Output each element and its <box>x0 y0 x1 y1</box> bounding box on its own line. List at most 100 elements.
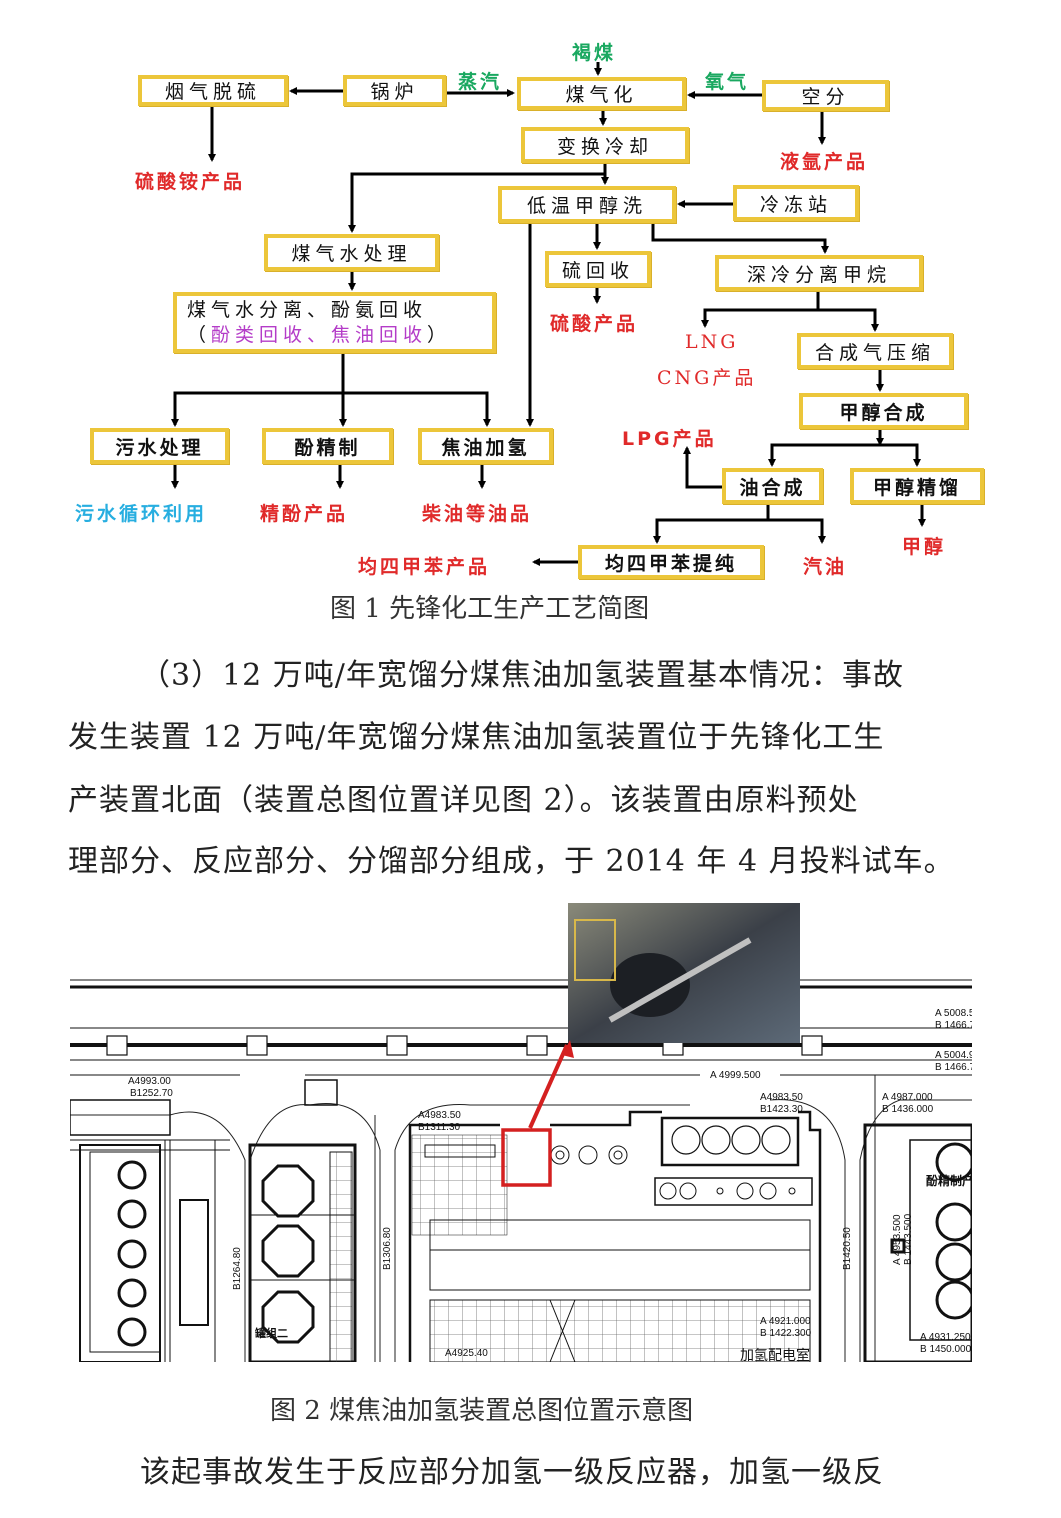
process-box-label: 油合成 <box>739 476 806 499</box>
coord-label: B 1436.000 <box>882 1104 934 1115</box>
flow-output-label: LPG产品 <box>622 428 717 450</box>
process-box-coal-gasification: 煤气化 <box>517 77 686 110</box>
process-box-label: 深冷分离甲烷 <box>746 263 891 286</box>
room-label: 加氢配电室 <box>740 1347 810 1362</box>
rail-posts <box>106 1035 823 1056</box>
process-box-air-separation: 空分 <box>762 80 889 111</box>
process-box-sulfur-recovery: 硫回收 <box>545 251 651 287</box>
process-box-flue-gas-desulfurization: 烟气脱硫 <box>138 75 288 106</box>
paragraph-line: （3）12 万吨/年宽馏分煤焦油加氢装置基本情况：事故 <box>140 658 904 693</box>
process-box-methanol-synthesis: 甲醇合成 <box>799 393 968 429</box>
site-plan-drawing: A 5008.500 B 1466.700 A 5004.900 B 1466.… <box>70 903 972 1362</box>
flow-output-label: 液氩产品 <box>780 151 869 173</box>
flow-output-label: 氧气 <box>705 71 750 93</box>
process-box-rectisol-wash: 低温甲醇洗 <box>498 186 676 223</box>
process-box-label: 甲醇精馏 <box>872 476 961 499</box>
flow-output-label: 精酚产品 <box>260 503 349 525</box>
coord-label: A 4999.500 <box>710 1070 761 1081</box>
figure2-caption: 图 2 煤焦油加氢装置总图位置示意图 <box>270 1396 694 1426</box>
paragraph-line: 发生装置 12 万吨/年宽馏分煤焦油加氢装置位于先锋化工生 <box>68 720 885 755</box>
coord-label: B 1422.300 <box>760 1328 812 1339</box>
flow-output-label: 甲醇 <box>902 536 947 558</box>
process-box-label: 酚精制 <box>294 436 361 459</box>
process-box-durene-purification: 均四甲苯提纯 <box>578 545 764 579</box>
process-box-shift-cooling: 变换冷却 <box>521 127 689 163</box>
sublabel-text: 酚类回收、焦油回收 <box>211 323 428 346</box>
process-box-syngas-compression: 合成气压缩 <box>797 333 953 369</box>
coord-label: A 4931.250 <box>920 1332 971 1343</box>
process-box-label: 变换冷却 <box>556 135 653 158</box>
coord-label: B 1466.700 <box>935 1020 972 1031</box>
flow-output-label: 褐煤 <box>572 42 617 64</box>
process-box-phenol-refining: 酚精制 <box>262 428 393 464</box>
paren-open: （ <box>187 323 212 346</box>
flow-output-label: 柴油等油品 <box>422 503 533 525</box>
process-box-label: 焦油加氢 <box>441 436 530 459</box>
flow-output-label: 硫酸产品 <box>550 313 639 335</box>
paragraph-line: 产装置北面（装置总图位置详见图 2）。该装置由原料预处 <box>68 783 859 818</box>
coord-label: B1311.30 <box>418 1122 461 1133</box>
flow-output-label: 蒸汽 <box>458 71 503 93</box>
process-box-gas-water-separation: 煤气水分离、酚氨回收（酚类回收、焦油回收） <box>173 292 496 353</box>
figure1-caption: 图 1 先锋化工生产工艺简图 <box>330 594 650 624</box>
coord-label: B1252.70 <box>130 1088 173 1099</box>
area-label: 罐组二 <box>254 1326 288 1340</box>
flow-output-label: 硫酸铵产品 <box>135 171 246 193</box>
coord-label: A4983.50 <box>418 1110 461 1121</box>
paren-close: ） <box>427 323 452 346</box>
process-box-cryogenic-methane-separation: 深冷分离甲烷 <box>715 255 923 291</box>
process-box-label: 硫回收 <box>561 259 634 282</box>
process-box-label: 煤气水分离、酚氨回收 <box>187 298 428 321</box>
coord-label: A 4921.000 <box>760 1316 811 1327</box>
middle-tank-farm <box>248 1079 357 1362</box>
coord-label: A4983.50 <box>760 1092 803 1103</box>
process-box-label: 低温甲醇洗 <box>526 195 647 217</box>
process-box-refrigeration-station: 冷冻站 <box>733 185 859 221</box>
process-box-label: 锅炉 <box>370 81 419 103</box>
process-box-label: 空分 <box>801 86 850 108</box>
process-box-label: 甲醇合成 <box>839 401 928 424</box>
process-box-wastewater-treatment: 污水处理 <box>90 428 229 464</box>
coord-label: A4925.40 <box>445 1348 488 1359</box>
process-box-tar-hydrogenation: 焦油加氢 <box>418 428 553 464</box>
pointer-arrow <box>528 1044 569 1129</box>
process-box-label: 煤气化 <box>565 84 638 106</box>
flow-output-label: CNG产品 <box>657 367 757 389</box>
process-box-oil-synthesis: 油合成 <box>722 468 823 504</box>
flowchart-connectors <box>171 62 926 566</box>
area-label: 酚精制产 <box>926 1173 972 1188</box>
coord-label: B1306.80 <box>382 1227 393 1270</box>
coord-label: B1423.30 <box>760 1104 803 1115</box>
process-box-gas-water-treatment: 煤气水处理 <box>264 234 439 271</box>
process-box-label: 冷冻站 <box>759 193 832 216</box>
coord-label: B 1443.500 <box>903 1213 914 1265</box>
process-box-label: 污水处理 <box>115 436 204 459</box>
flow-output-label: 均四甲苯产品 <box>358 556 491 578</box>
process-box-methanol-distillation: 甲醇精馏 <box>850 468 984 504</box>
process-box-label: 合成气压缩 <box>814 341 935 364</box>
process-box-label: 均四甲苯提纯 <box>604 552 737 575</box>
coord-label: A 5008.500 <box>935 1008 972 1019</box>
rail-lines <box>70 979 972 1076</box>
left-tank-farm <box>70 1099 230 1362</box>
coord-label: A 5004.900 <box>935 1050 972 1061</box>
process-box-label: 烟气脱硫 <box>164 81 261 103</box>
coord-label: A 4953.500 <box>892 1214 903 1265</box>
hydrogenation-unit <box>408 1110 822 1362</box>
process-box-boiler: 锅炉 <box>343 75 446 106</box>
coord-label: B 1466.700 <box>935 1062 972 1073</box>
flow-output-label: 汽油 <box>803 556 848 578</box>
coord-label: B1264.80 <box>232 1247 243 1290</box>
paragraph-line: 理部分、反应部分、分馏部分组成，于 2014 年 4 月投料试车。 <box>68 844 955 879</box>
process-box-label: 煤气水处理 <box>291 243 412 265</box>
coord-label: A 4987.000 <box>882 1092 933 1103</box>
phenol-refining-area <box>863 1123 972 1362</box>
flow-output-label: 污水循环利用 <box>75 503 208 525</box>
coord-label: B 1450.000 <box>920 1344 972 1355</box>
flow-output-label: LNG <box>685 331 739 353</box>
coord-label: B1420.50 <box>842 1227 853 1270</box>
accident-location-highlight <box>501 1128 552 1187</box>
coord-label: A4993.00 <box>128 1076 171 1087</box>
process-box-sublabel: （酚类回收、焦油回收） <box>187 323 451 348</box>
paragraph-line: 该起事故发生于反应部分加氢一级反应器，加氢一级反 <box>140 1455 884 1490</box>
